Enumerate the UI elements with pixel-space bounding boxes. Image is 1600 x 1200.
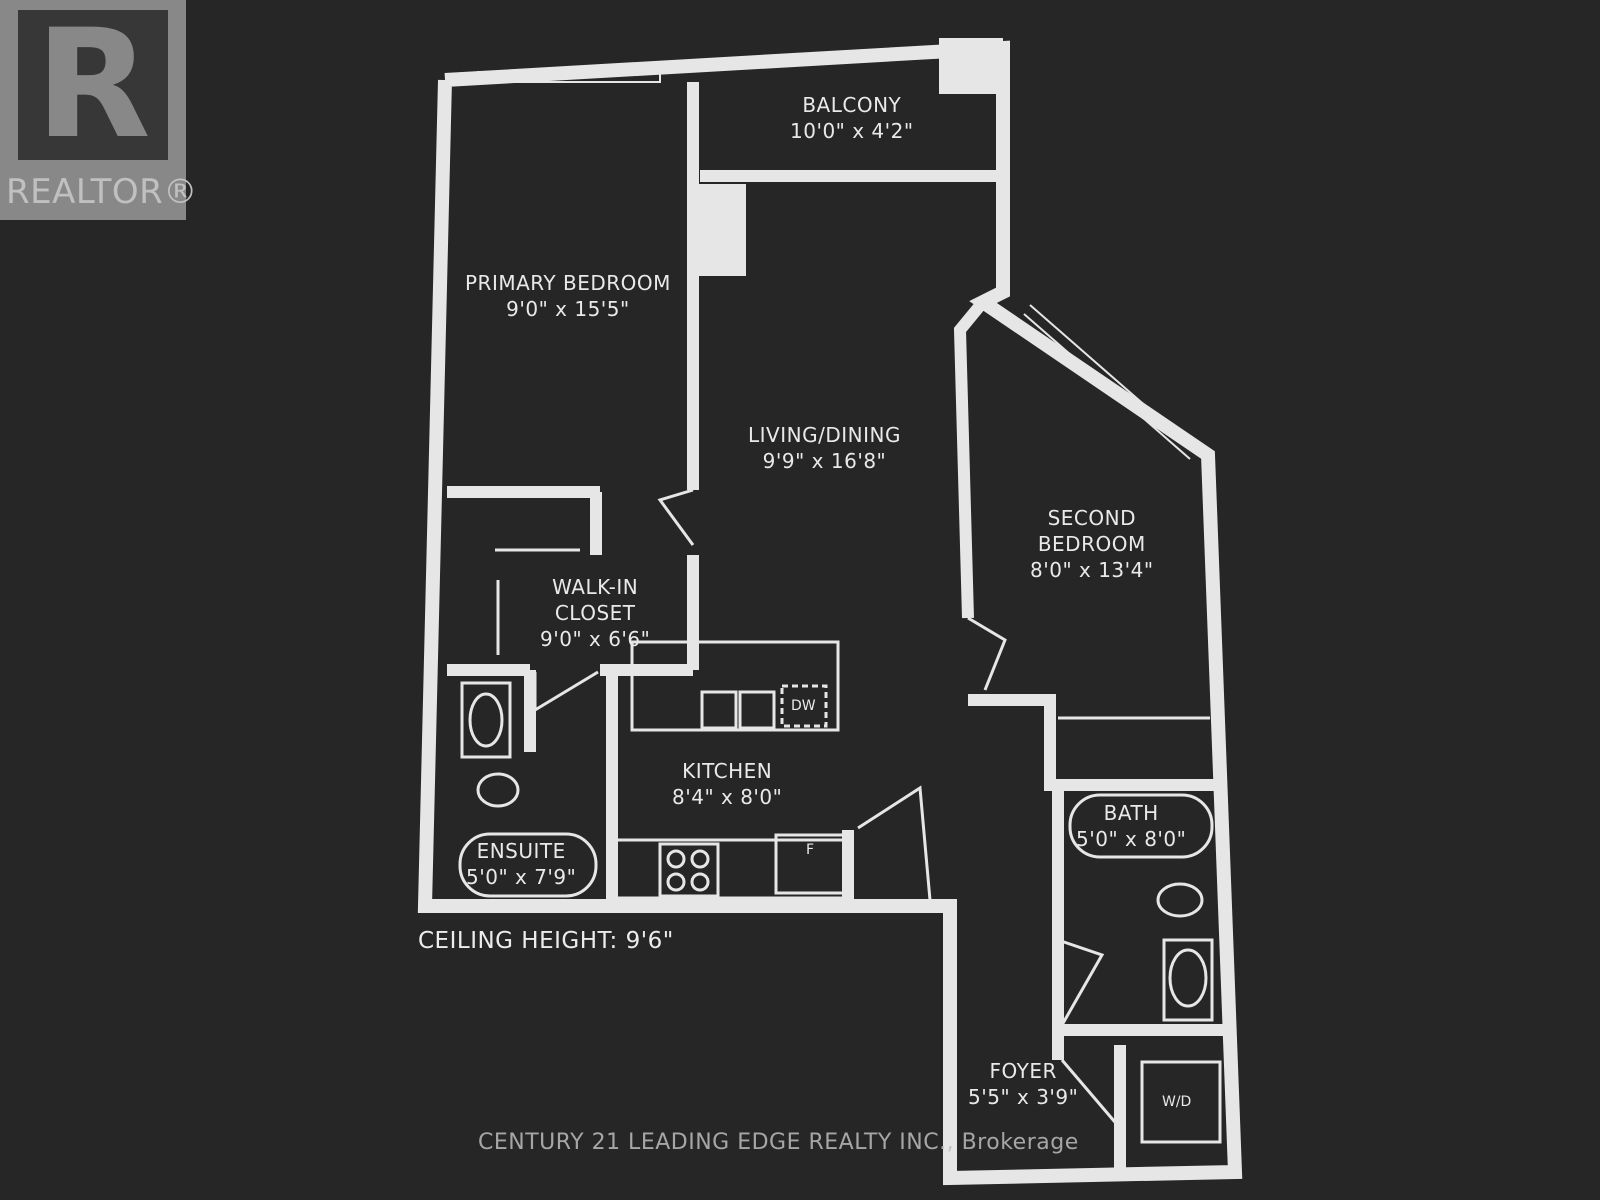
door-bath — [1057, 938, 1105, 1026]
room-foyer: FOYER 5'5" x 3'9" — [968, 1058, 1078, 1110]
room-foyer-dim: 5'5" x 3'9" — [968, 1085, 1079, 1109]
second-bedroom-left-wall — [953, 298, 988, 619]
balcony-pillar-right — [939, 38, 1003, 94]
outer-wall — [417, 40, 1243, 1186]
window-primary-bedroom — [477, 71, 661, 83]
door-primary-bedroom — [657, 488, 695, 546]
burner-4 — [690, 872, 710, 892]
ensuite-tub — [458, 832, 598, 898]
kitchen-counter-top — [630, 640, 840, 732]
ensuite-toilet — [476, 772, 520, 808]
room-second-bedroom-name-1: SECOND — [1047, 506, 1136, 530]
window-second-bedroom-b — [1023, 313, 1191, 460]
room-kitchen-name: KITCHEN — [682, 759, 773, 783]
balcony-pillar-left — [694, 184, 746, 276]
bath-vanity — [1162, 938, 1214, 1022]
realtor-logo-letter: R — [35, 0, 151, 172]
room-balcony: BALCONY 10'0" x 4'2" — [790, 92, 914, 144]
bath-toilet — [1156, 882, 1204, 918]
room-walk-in-closet-name-1: WALK-IN — [552, 575, 639, 599]
room-ensuite: ENSUITE 5'0" x 7'9" — [466, 838, 576, 890]
realtor-logo: R REALTOR® — [0, 0, 197, 220]
room-bath: BATH 5'0" x 8'0" — [1076, 800, 1186, 852]
dishwasher-label: DW — [791, 698, 816, 714]
room-walk-in-closet: WALK-IN CLOSET 9'0" x 6'6" — [540, 574, 650, 652]
washer-dryer-label: W/D — [1162, 1094, 1192, 1110]
room-bath-name: BATH — [1103, 801, 1159, 825]
room-primary-bedroom: PRIMARY BEDROOM 9'0" x 15'5" — [465, 270, 671, 322]
ensuite-sink — [468, 692, 504, 748]
washer-dryer-box — [1140, 1060, 1222, 1144]
room-second-bedroom-name-2: BEDROOM — [1037, 532, 1146, 556]
room-kitchen-dim: 8'4" x 8'0" — [672, 785, 783, 809]
realtor-logo-text: REALTOR® — [6, 172, 198, 212]
room-living-dining-name: LIVING/DINING — [748, 423, 901, 447]
fridge-label: F — [806, 842, 815, 858]
realtor-logo-mark: R — [18, 10, 168, 160]
second-bedroom-bottom-wall — [968, 694, 1225, 791]
ensuite-vanity — [460, 681, 512, 759]
bath-sink — [1168, 948, 1208, 1008]
brokerage-watermark: CENTURY 21 LEADING EDGE REALTY INC., Bro… — [478, 1130, 1079, 1155]
burner-1 — [666, 849, 686, 869]
window-balcony-door — [747, 171, 909, 181]
fridge-box — [774, 833, 848, 895]
burner-3 — [666, 872, 686, 892]
room-balcony-name: BALCONY — [802, 93, 902, 117]
room-bath-dim: 5'0" x 8'0" — [1076, 827, 1187, 851]
room-ensuite-dim: 5'0" x 7'9" — [466, 865, 577, 889]
door-entry — [1060, 1059, 1122, 1129]
kitchen-sink-left — [700, 690, 738, 730]
room-ensuite-name: ENSUITE — [476, 839, 566, 863]
door-second-bedroom — [967, 616, 1007, 691]
burner-2 — [690, 849, 710, 869]
room-living-dining-dim: 9'9" x 16'8" — [762, 449, 887, 473]
dishwasher-box — [780, 684, 828, 728]
ceiling-height-note: CEILING HEIGHT: 9'6" — [418, 928, 674, 954]
room-second-bedroom-dim: 8'0" x 13'4" — [1030, 558, 1154, 582]
window-second-bedroom-a — [1029, 304, 1197, 451]
kitchen-sink-right — [738, 690, 776, 730]
bath-tub — [1068, 793, 1214, 859]
room-foyer-name: FOYER — [989, 1059, 1057, 1083]
stove — [658, 842, 720, 898]
room-walk-in-closet-dim: 9'0" x 6'6" — [540, 627, 651, 651]
room-balcony-dim: 10'0" x 4'2" — [790, 119, 914, 143]
room-living-dining: LIVING/DINING 9'9" x 16'8" — [748, 422, 901, 474]
room-primary-bedroom-dim: 9'0" x 15'5" — [506, 297, 630, 321]
room-second-bedroom: SECOND BEDROOM 8'0" x 13'4" — [1030, 505, 1154, 583]
door-ensuite — [533, 670, 599, 713]
room-walk-in-closet-name-2: CLOSET — [554, 601, 636, 625]
room-kitchen: KITCHEN 8'4" x 8'0" — [672, 758, 782, 810]
door-foyer-closet — [857, 785, 932, 901]
room-primary-bedroom-name: PRIMARY BEDROOM — [465, 271, 671, 295]
